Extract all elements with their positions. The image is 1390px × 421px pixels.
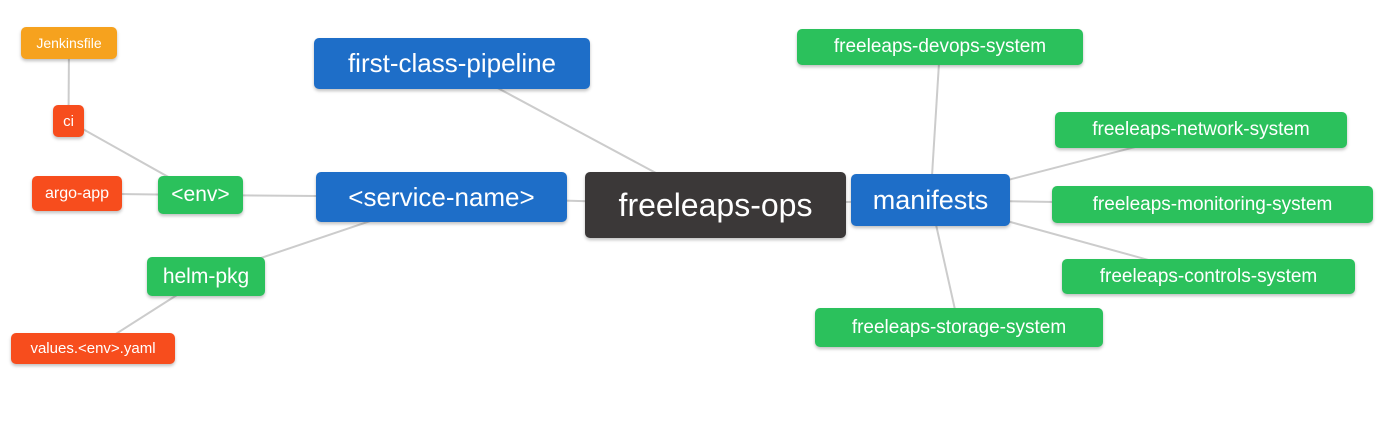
node-jenkinsfile[interactable]: Jenkinsfile (21, 27, 117, 59)
node-freeleaps-ops[interactable]: freeleaps-ops (585, 172, 846, 238)
node-freeleaps-storage-system[interactable]: freeleaps-storage-system (815, 308, 1103, 347)
node-argo-app[interactable]: argo-app (32, 176, 122, 211)
node-values-env-yaml[interactable]: values.<env>.yaml (11, 333, 175, 364)
node-freeleaps-devops-system[interactable]: freeleaps-devops-system (797, 29, 1083, 65)
node-manifests[interactable]: manifests (851, 174, 1010, 226)
node-freeleaps-controls-system[interactable]: freeleaps-controls-system (1062, 259, 1355, 294)
node-ci[interactable]: ci (53, 105, 84, 137)
node-service-name[interactable]: <service-name> (316, 172, 567, 222)
node-first-class-pipeline[interactable]: first-class-pipeline (314, 38, 590, 89)
node-helm-pkg[interactable]: helm-pkg (147, 257, 265, 296)
node-freeleaps-monitoring-system[interactable]: freeleaps-monitoring-system (1052, 186, 1373, 223)
node-freeleaps-network-system[interactable]: freeleaps-network-system (1055, 112, 1347, 148)
node-env[interactable]: <env> (158, 176, 243, 214)
